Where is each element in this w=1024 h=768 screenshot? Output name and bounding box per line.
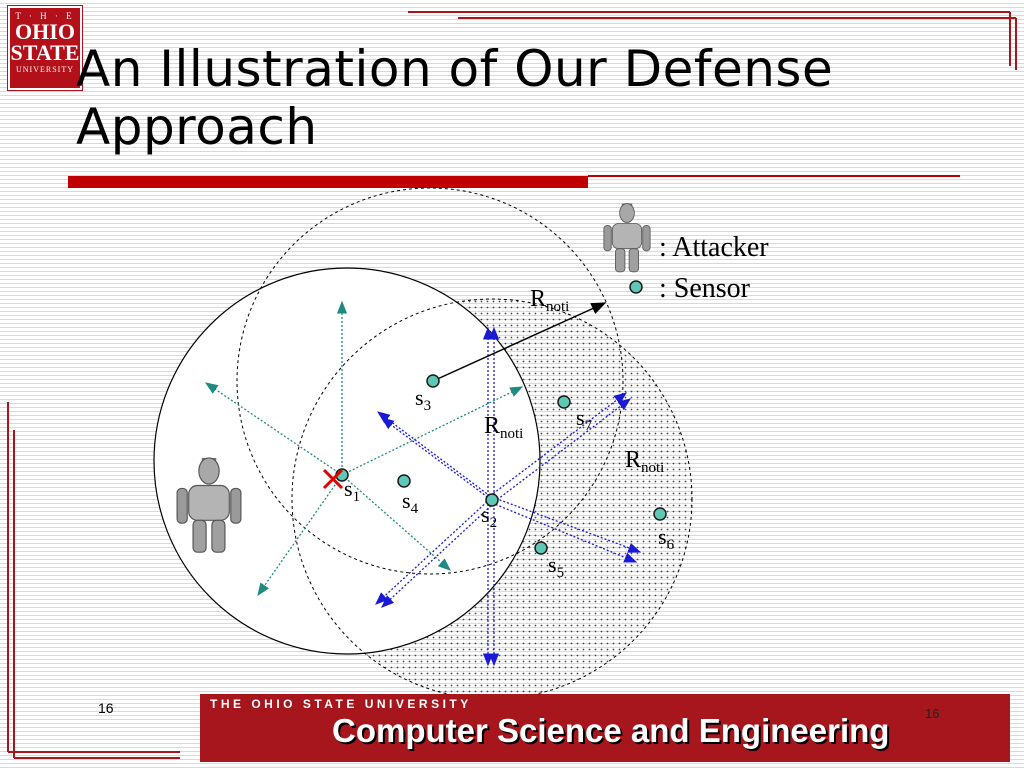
footer-slide-number: 16 [925, 706, 940, 721]
sensor-label-s1: s1 [344, 476, 360, 505]
attacker-range-circle [153, 267, 541, 655]
sensor-s4 [397, 474, 411, 488]
legend-sensor-icon [629, 280, 643, 294]
rnoti-label-top: Rnoti [530, 286, 569, 315]
logo-ohio: OHIO [15, 19, 75, 44]
sensor-dots [335, 280, 667, 555]
s2-broadcast-arrows [375, 326, 642, 667]
sensor-label-s7: s7 [576, 405, 593, 434]
logo-state: STATE [10, 40, 80, 65]
range-radius-arrow [432, 302, 607, 382]
sensor-s5 [534, 541, 548, 555]
sensor-s7 [557, 395, 571, 409]
rnoti-label-right: Rnoti [625, 447, 664, 476]
legend-sensor-label: : Sensor [659, 273, 751, 304]
footer-band [200, 694, 1010, 762]
logo-the: T · H · E [15, 11, 75, 21]
sensor-s2 [485, 493, 499, 507]
slide-number: 16 [98, 700, 114, 716]
sensor-label-s3: s3 [415, 385, 431, 414]
sensor-s3 [426, 374, 440, 388]
sensor-label-s6: s6 [658, 524, 675, 553]
footer-university: THE OHIO STATE UNIVERSITY [210, 697, 472, 711]
sensor-label-s4: s4 [402, 488, 419, 517]
footer-department: Computer Science and Engineering [332, 712, 890, 749]
rnoti-label-center: Rnoti [484, 413, 523, 442]
sensor-s3-range-circle [236, 187, 624, 575]
sensor-s6 [653, 507, 667, 521]
university-logo: T · H · E OHIO STATE UNIVERSITY [8, 6, 82, 90]
notification-shaded-region [154, 268, 692, 699]
legend-attacker-label: : Attacker [659, 232, 769, 263]
sensor-label-s5: s5 [548, 552, 564, 581]
sensor-label-s2: s2 [481, 502, 497, 531]
logo-university: UNIVERSITY [16, 65, 74, 74]
legend-attacker-icon [603, 203, 651, 273]
s1-broadcast-arrows [204, 300, 524, 597]
attacker-icon [176, 457, 242, 553]
slide-title: An Illustration of Our Defense Approach [76, 40, 834, 156]
compromised-x-icon [322, 468, 344, 490]
